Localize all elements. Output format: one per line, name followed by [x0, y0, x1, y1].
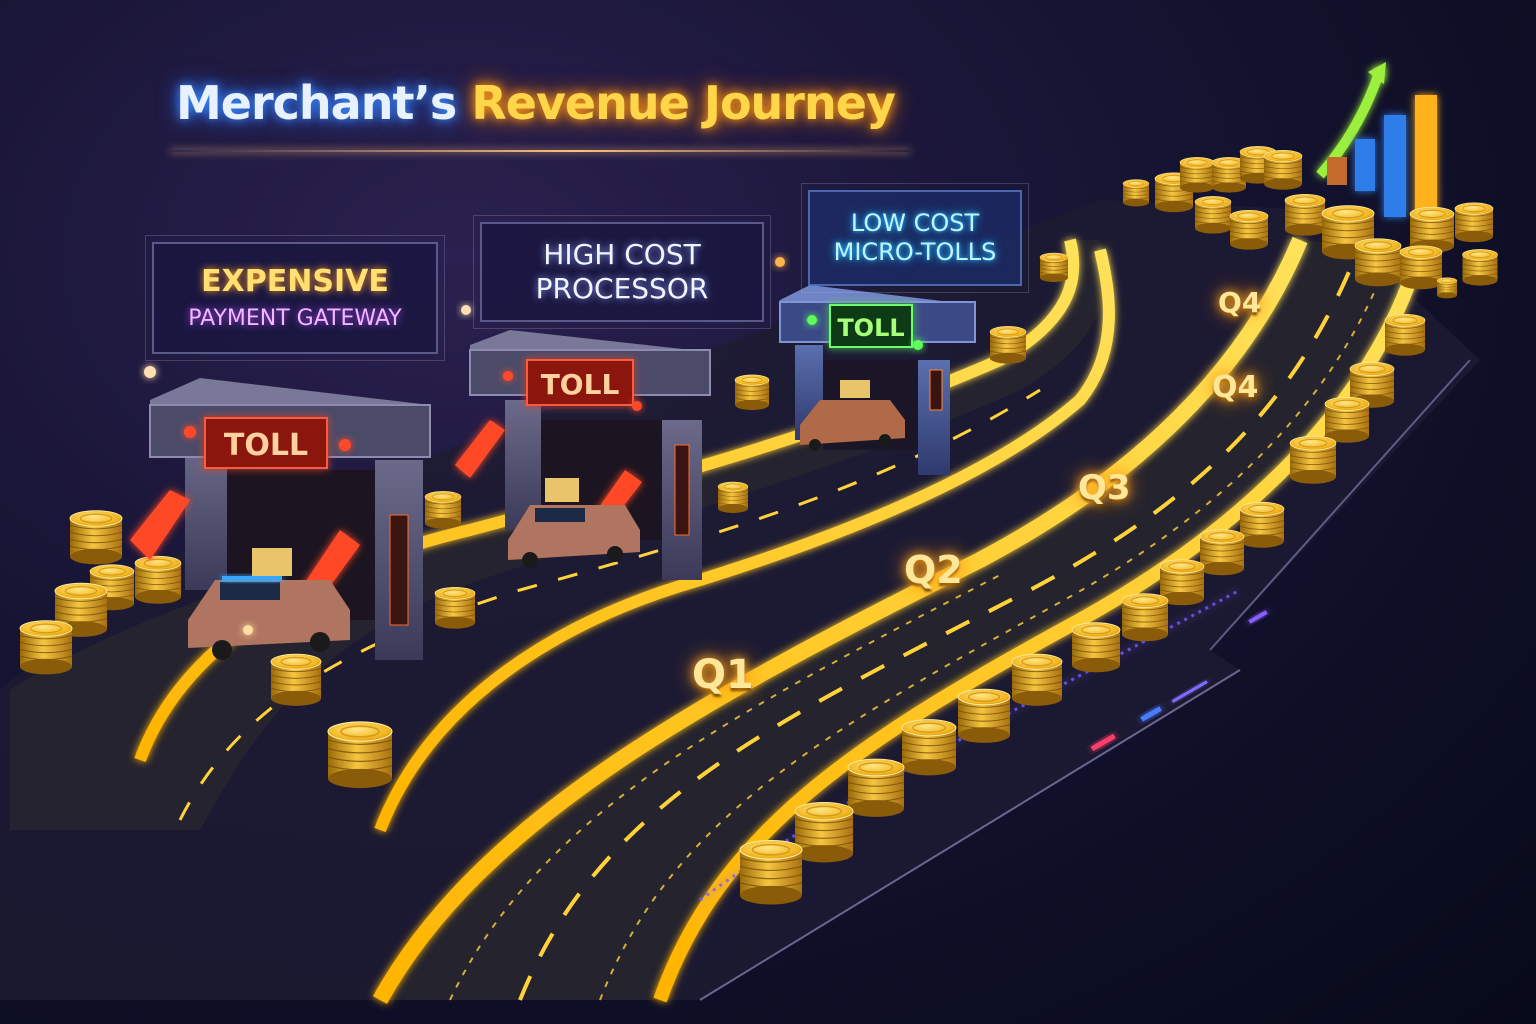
- toll-booth-low-cost: TOLL: [779, 285, 976, 475]
- sign-heading: EXPENSIVE: [201, 263, 389, 299]
- title-part-revenue: Revenue Journey: [471, 76, 896, 130]
- sign-high-cost-processor: HIGH COST PROCESSOR: [473, 215, 771, 329]
- quarter-label-q4-upper: Q4: [1218, 286, 1262, 319]
- sign-subheading: PROCESSOR: [535, 272, 709, 305]
- toll-label: TOLL: [541, 368, 620, 401]
- quarter-label-q1: Q1: [692, 652, 754, 698]
- quarter-label-q3: Q3: [1078, 468, 1131, 508]
- beacon-lights: [144, 257, 785, 378]
- sign-subheading: MICRO-TOLLS: [833, 238, 997, 266]
- quarter-label-q4-lower: Q4: [1212, 370, 1259, 405]
- toll-booth-expensive: TOLL: [130, 378, 431, 660]
- sign-subheading: PAYMENT GATEWAY: [188, 305, 402, 331]
- title-part-merchant: Merchant’s: [176, 76, 457, 130]
- sign-low-cost-micro-tolls: LOW COST MICRO-TOLLS: [801, 183, 1029, 293]
- platform: [0, 200, 1480, 1000]
- toll-booth-high-cost: TOLL: [455, 330, 711, 580]
- toll-label: TOLL: [224, 428, 308, 463]
- growth-chart: [1316, 62, 1437, 217]
- sign-expensive-gateway: EXPENSIVE PAYMENT GATEWAY: [145, 235, 445, 361]
- page-title: Merchant’s Revenue Journey: [176, 76, 896, 130]
- title-underline: [170, 150, 910, 152]
- toll-label: TOLL: [837, 314, 904, 342]
- sign-heading: LOW COST: [850, 209, 980, 238]
- sign-heading: HIGH COST: [543, 238, 701, 272]
- quarter-label-q2: Q2: [904, 548, 963, 592]
- underglow-lights: [1090, 610, 1268, 752]
